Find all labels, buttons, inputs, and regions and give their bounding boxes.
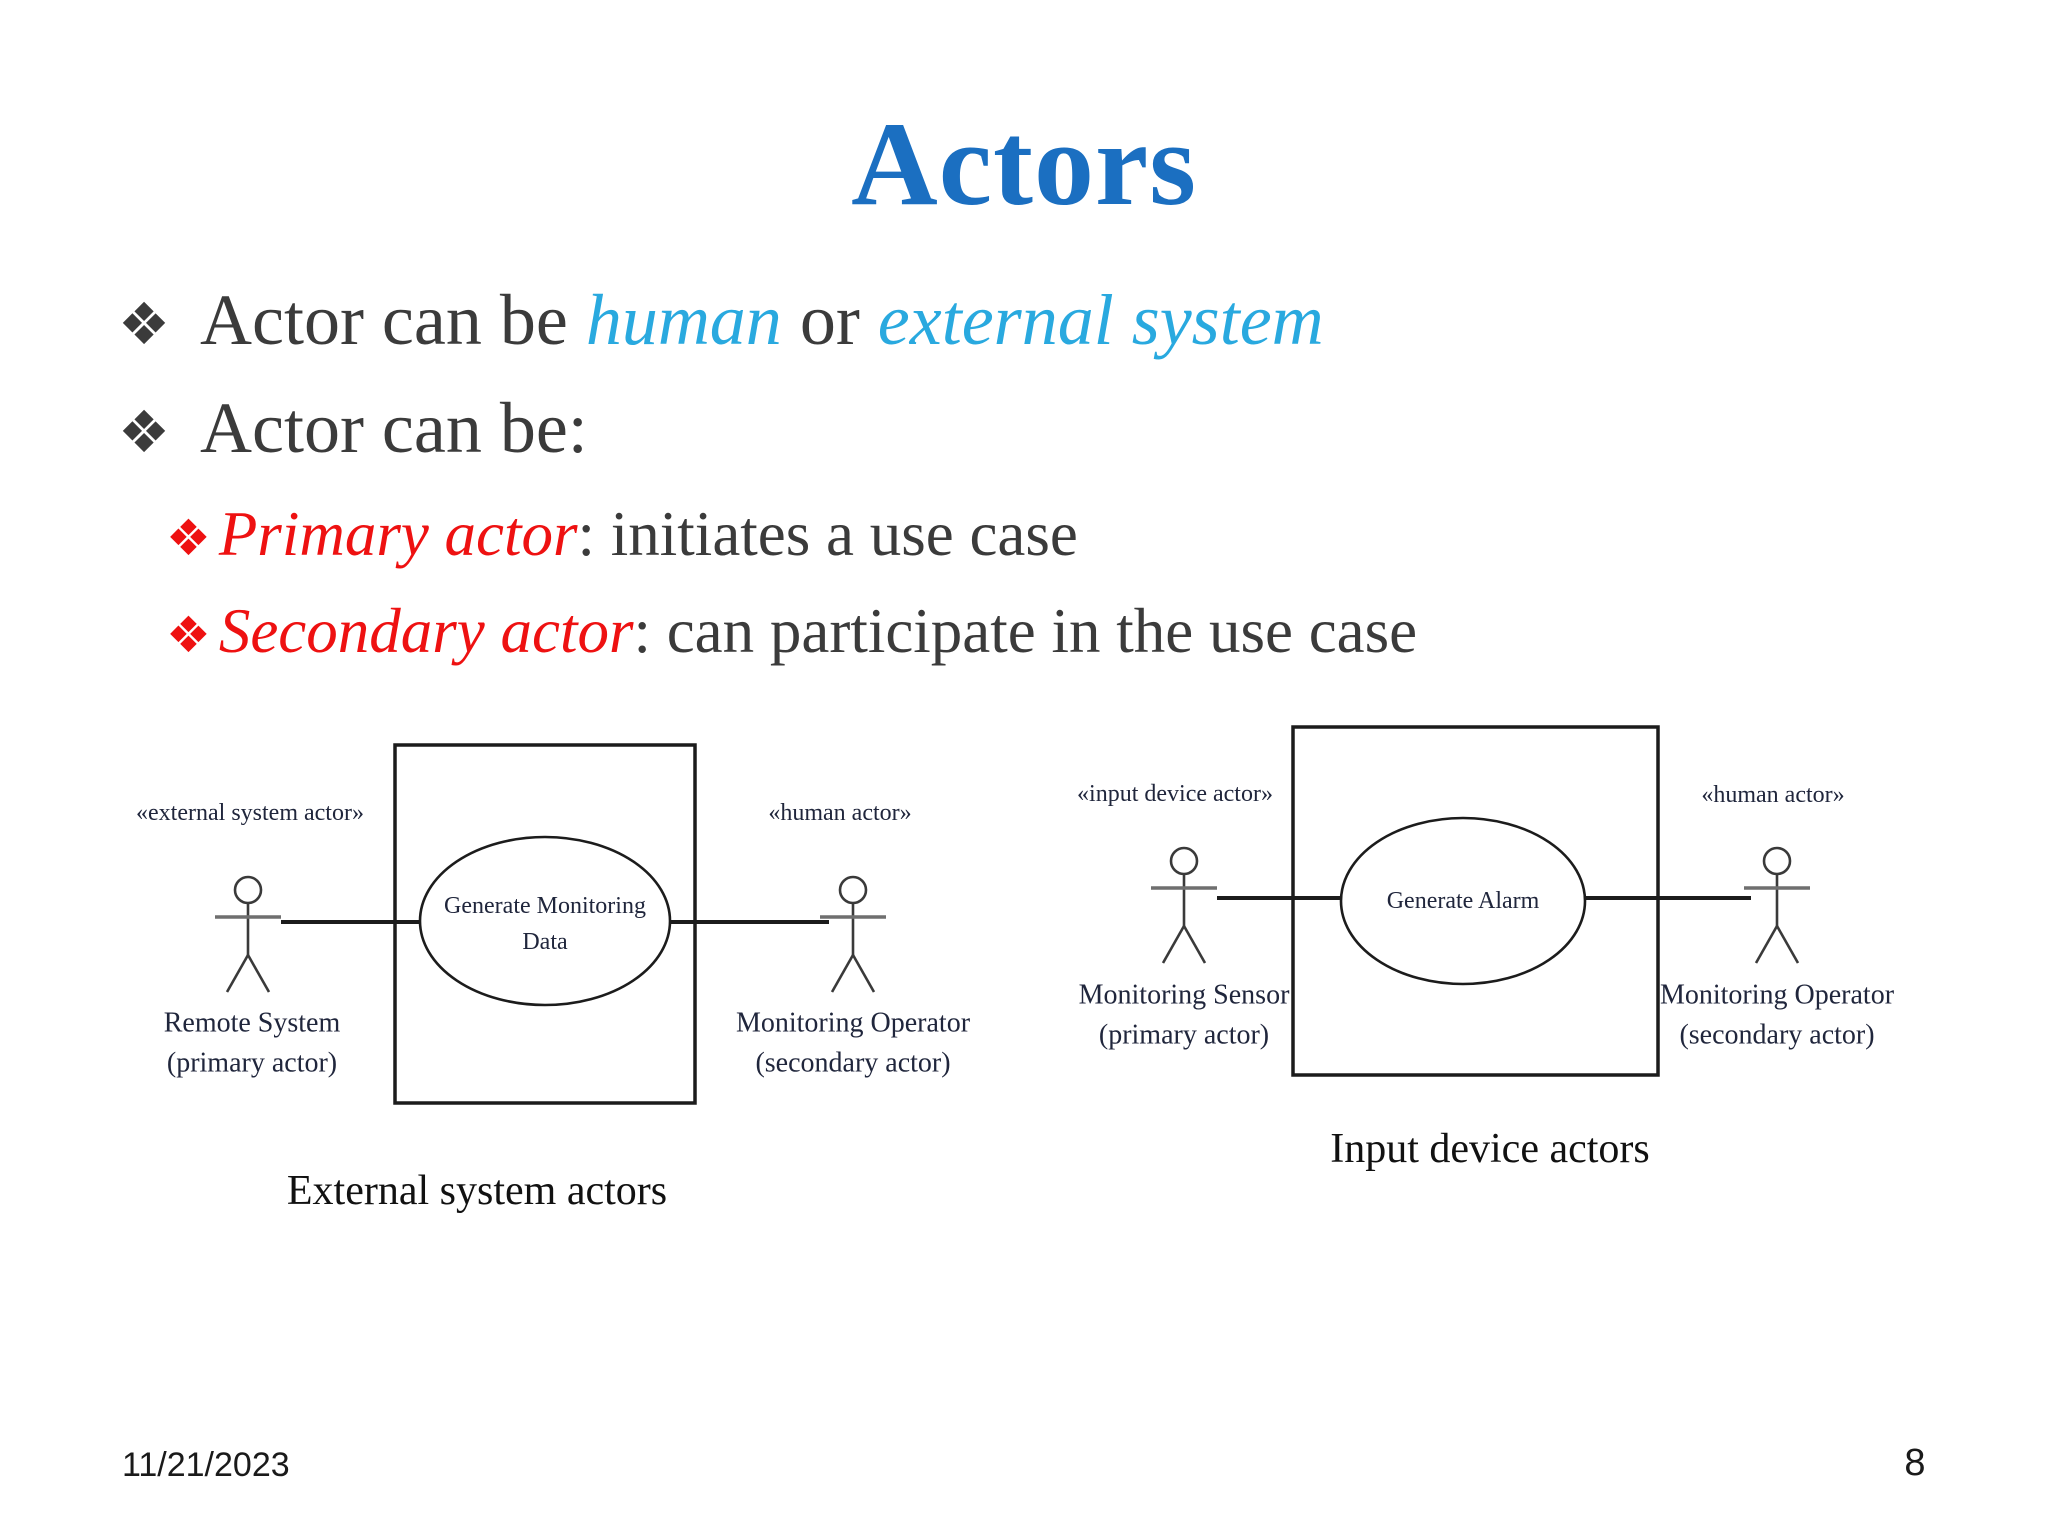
usecase-diagram-input-device: Generate Alarm «input device actor» «hum… — [1077, 725, 1895, 1077]
actor-figure-monitoring-sensor — [1149, 846, 1219, 965]
usecase-label-line1: Generate Monitoring — [444, 893, 646, 919]
bullet-actor-human-or-external: ❖Actor can be human or external system — [118, 284, 1324, 356]
usecase-label-line2: Data — [522, 929, 568, 955]
bullet1-prefix: Actor can be — [200, 280, 586, 360]
caption-input-device-actors: Input device actors — [1330, 1126, 1650, 1172]
actor-role-primary: (primary actor) — [1099, 1020, 1269, 1051]
usecase-diagram-external-system: Generate Monitoring Data «external syste… — [136, 743, 971, 1105]
stereotype-input-device-actor: «input device actor» — [1077, 781, 1273, 807]
actor-name-remote-system: Remote System — [164, 1008, 341, 1039]
actor-name-monitoring-sensor: Monitoring Sensor — [1079, 980, 1290, 1011]
stereotype-external-system-actor: «external system actor» — [136, 800, 364, 826]
actor-role-secondary: (secondary actor) — [1679, 1020, 1874, 1051]
system-boundary-box — [393, 743, 697, 1105]
footer-date: 11/21/2023 — [122, 1446, 290, 1484]
caption-external-system-actors: External system actors — [286, 1168, 668, 1214]
usecase-ellipse — [418, 835, 672, 1007]
diamond-bullet-icon: ❖ — [166, 509, 211, 567]
stereotype-human-actor: «human actor» — [768, 800, 911, 826]
page-title: Actors — [851, 97, 1197, 230]
emphasis-human: human — [585, 280, 782, 360]
actor-figure-remote-system — [213, 875, 283, 994]
bullet2-text: Actor can be: — [200, 388, 588, 468]
emphasis-primary-actor: Primary actor — [218, 499, 578, 569]
actor-role-primary: (primary actor) — [167, 1048, 337, 1079]
actor-figure-monitoring-operator — [818, 875, 888, 994]
stereotype-human-actor: «human actor» — [1701, 782, 1844, 808]
actor-name-monitoring-operator: Monitoring Operator — [1660, 980, 1895, 1011]
diamond-bullet-icon: ❖ — [166, 606, 211, 664]
footer-page-number: 8 — [1904, 1442, 1926, 1484]
subbullet-secondary-actor: ❖Secondary actor: can participate in the… — [166, 600, 1417, 663]
actor-figure-monitoring-operator — [1742, 846, 1812, 965]
bullet-actor-can-be: ❖Actor can be: — [118, 392, 588, 464]
actor-role-secondary: (secondary actor) — [755, 1048, 950, 1079]
bullet1-mid: or — [781, 280, 878, 360]
system-boundary-box — [1291, 725, 1660, 1077]
emphasis-secondary-actor: Secondary actor — [218, 596, 634, 666]
subbullet2-text: : can participate in the use case — [633, 596, 1418, 666]
actor-name-monitoring-operator: Monitoring Operator — [736, 1008, 971, 1039]
diamond-bullet-icon: ❖ — [118, 398, 170, 466]
diamond-bullet-icon: ❖ — [118, 290, 170, 358]
subbullet-primary-actor: ❖Primary actor: initiates a use case — [166, 503, 1078, 566]
subbullet1-text: : initiates a use case — [577, 499, 1078, 569]
usecase-ellipse — [1339, 816, 1587, 986]
emphasis-external-system: external system — [877, 280, 1324, 360]
usecase-label: Generate Alarm — [1387, 888, 1540, 914]
